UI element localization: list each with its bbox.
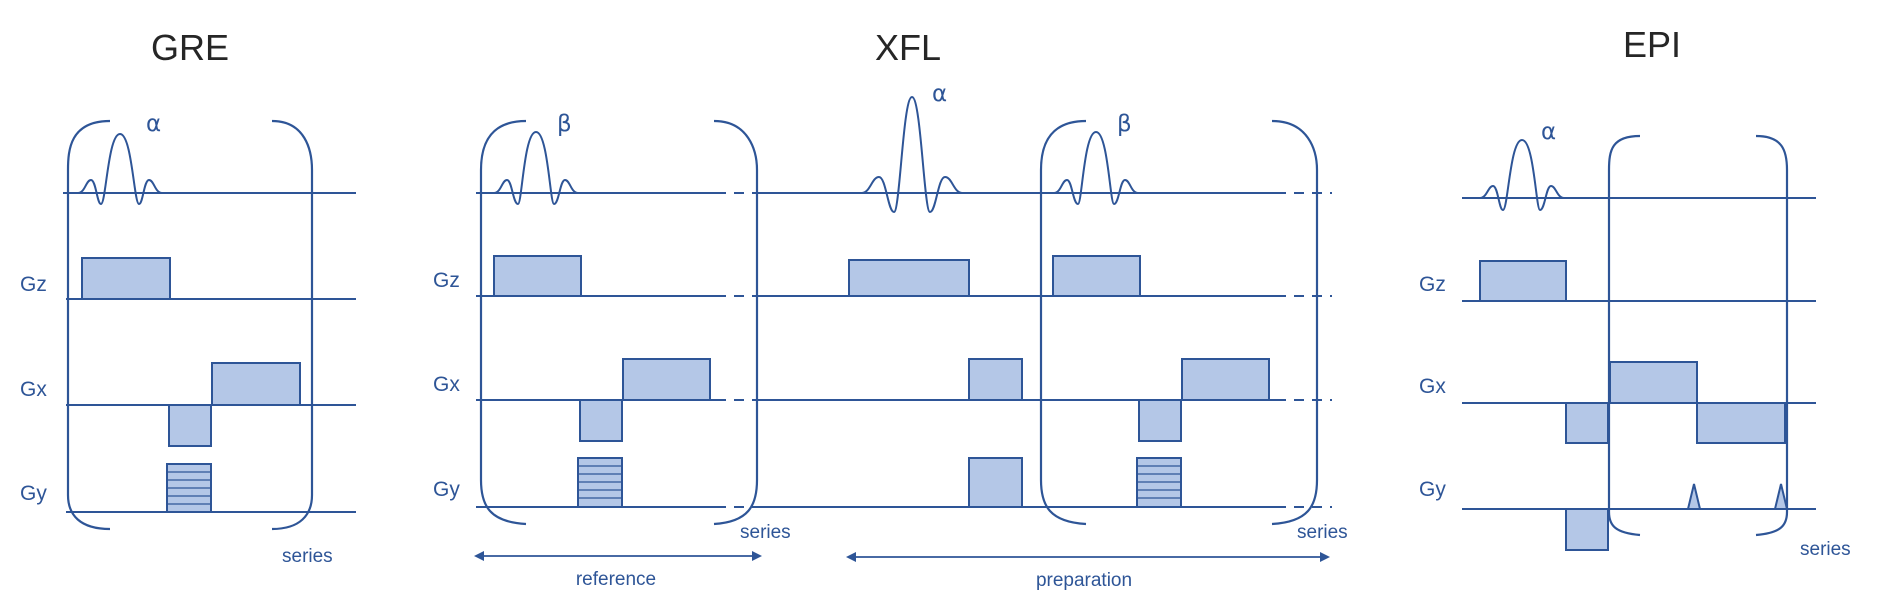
epi-gy-label: Gy: [1419, 478, 1446, 501]
epi-bracket-right: [1755, 134, 1789, 537]
xfl-bracket-left-close: [713, 119, 759, 526]
xfl-flip-angle-right: β: [1117, 111, 1132, 137]
xfl-gx-prephase-right: [1138, 399, 1182, 442]
xfl-series-label-left: series: [740, 522, 791, 543]
epi-bracket-left: [1607, 134, 1641, 537]
gre-series-label: series: [282, 546, 333, 567]
gre-gx-label: Gx: [20, 378, 47, 401]
epi-series-label: series: [1800, 539, 1851, 560]
epi-gz-label: Gz: [1419, 273, 1446, 296]
xfl-bracket-right-open: [1039, 119, 1087, 526]
epi-gx-readout-negative: [1696, 402, 1786, 444]
gre-gz-label: Gz: [20, 273, 47, 296]
xfl-reference-label: reference: [576, 569, 656, 590]
xfl-reference-arrow: [474, 551, 762, 561]
epi-gx-readout-positive: [1609, 361, 1698, 404]
xfl-rf-pulse-left: [480, 130, 579, 206]
xfl-rf-pulse-right: [1040, 130, 1139, 206]
epi-flip-angle: α: [1541, 119, 1556, 145]
epi-gx-prephase-block: [1565, 402, 1609, 444]
epi-gz-block: [1479, 260, 1567, 302]
xfl-flip-angle-left: β: [557, 111, 572, 137]
xfl-gz-block-center: [848, 259, 970, 297]
xfl-gx-label: Gx: [433, 373, 460, 396]
xfl-panel: XFL α β β: [433, 27, 1348, 590]
gre-title: GRE: [151, 27, 229, 68]
epi-gx-label: Gx: [1419, 375, 1446, 398]
xfl-flip-angle-center: α: [932, 81, 947, 107]
xfl-gz-label: Gz: [433, 269, 460, 292]
xfl-gz-block-right: [1052, 255, 1141, 297]
epi-gy-prephase-block: [1565, 508, 1609, 551]
xfl-gz-block-left: [493, 255, 582, 297]
gre-flip-angle: α: [146, 111, 161, 137]
xfl-series-label-right: series: [1297, 522, 1348, 543]
xfl-bracket-left-open: [479, 119, 527, 526]
xfl-gx-readout-left: [622, 358, 711, 401]
gre-gz-block: [81, 257, 171, 300]
gre-gx-readout-block: [211, 362, 301, 406]
xfl-gy-phase-steps-right: [1137, 465, 1181, 499]
epi-rf-pulse: [1464, 138, 1565, 212]
xfl-gy-spoiler-center: [968, 457, 1023, 508]
xfl-gx-readout-right: [1181, 358, 1270, 401]
gre-rf-pulse: [63, 132, 163, 206]
gre-panel: GRE α Gz Gx Gy series: [20, 27, 356, 567]
xfl-preparation-arrow: [846, 552, 1330, 562]
gre-gy-label: Gy: [20, 482, 47, 505]
epi-title: EPI: [1623, 24, 1681, 65]
xfl-gx-prephase-left: [579, 399, 623, 442]
epi-gy-blip-2: [1773, 483, 1789, 510]
xfl-title: XFL: [875, 27, 941, 68]
xfl-rf-pulse-center: [848, 95, 963, 214]
epi-panel: EPI α Gz Gx Gy series: [1419, 24, 1851, 560]
xfl-bracket-right-close: [1271, 119, 1319, 526]
epi-gy-blip-1: [1686, 483, 1702, 510]
xfl-preparation-label: preparation: [1036, 570, 1132, 590]
xfl-gx-spoiler-center: [968, 358, 1023, 401]
xfl-gy-phase-steps-left: [578, 465, 622, 499]
gre-gx-prephase-block: [168, 404, 212, 447]
gre-gy-phase-steps: [167, 471, 211, 505]
xfl-gy-label: Gy: [433, 478, 460, 501]
gre-bracket-right: [271, 119, 314, 531]
gre-bracket-left: [66, 119, 111, 531]
